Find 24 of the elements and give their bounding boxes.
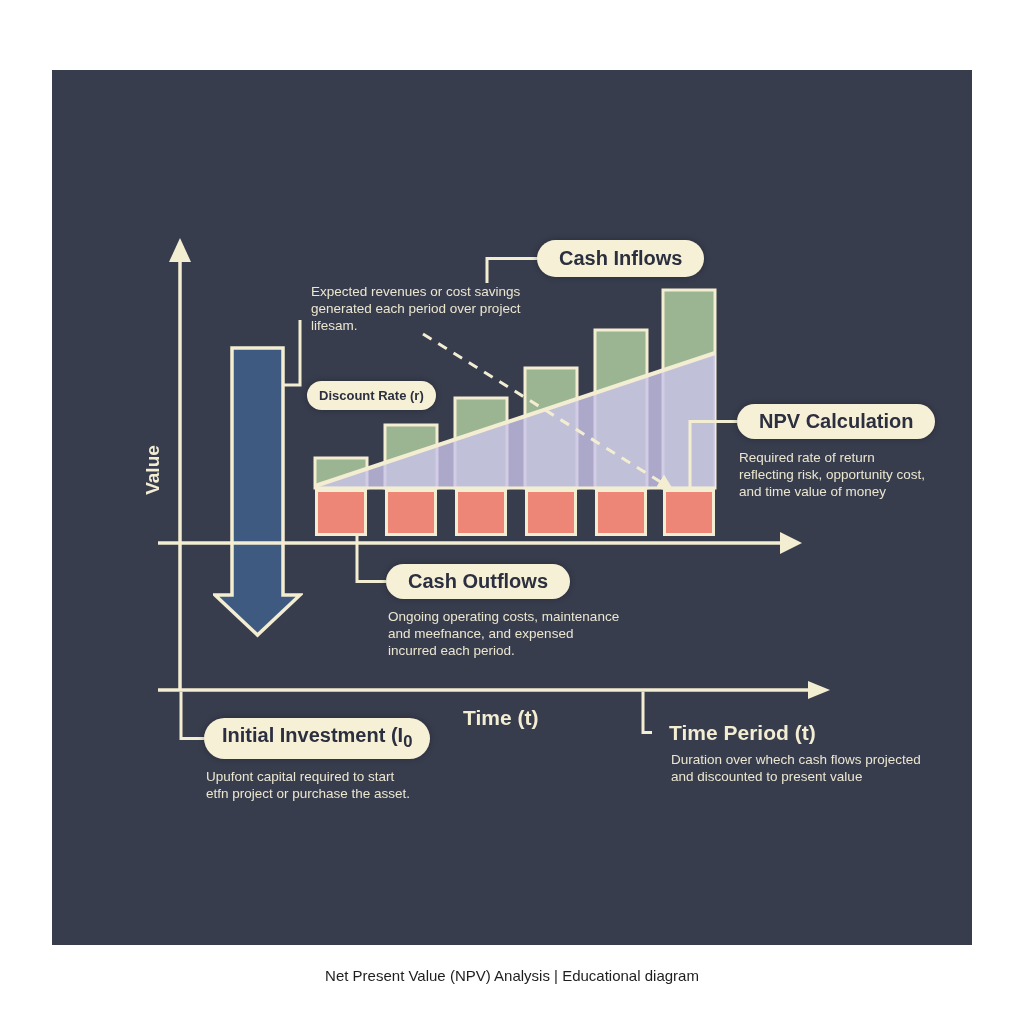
- callout-label: Cash Outflows: [386, 564, 570, 599]
- axis-label: Value: [140, 445, 164, 495]
- callout-label: Discount Rate (r): [307, 381, 436, 410]
- leader-line: [688, 420, 737, 489]
- leader-line: [179, 691, 204, 740]
- callout-label: NPV Calculation: [737, 404, 936, 439]
- description-text: Expected revenues or cost savings generated each period over project lifesam.: [311, 283, 522, 334]
- outflow-bar: [315, 489, 367, 536]
- leader-line: [355, 536, 386, 583]
- description-text: Required rate of return reflecting risk, opportunity cost, and time value of money: [739, 449, 927, 500]
- down-arrow: [213, 346, 303, 638]
- description-text: Ongoing operating costs, maintenance and meefnance, and expensed incurred each period.: [388, 608, 621, 659]
- heading-text: Time Period (t): [669, 720, 816, 745]
- leader-line: [283, 320, 302, 387]
- callout-label: Initial Investment (I$_{0}$: [204, 718, 431, 759]
- leader-line: [641, 691, 652, 734]
- time-axis: [158, 681, 830, 699]
- description-text: Duration over whech cash flows projected and discounted to present value: [671, 751, 922, 785]
- caption-text: Net Present Value (NPV) Analysis | Educational diagram: [325, 967, 699, 985]
- outflow-bar: [663, 489, 715, 536]
- callout-label: Cash Inflows: [537, 240, 705, 277]
- leader-line: [485, 257, 537, 283]
- description-text: Upufont capital required to start etfn project or purchase the asset.: [206, 768, 411, 802]
- axis-label: Time (t): [463, 705, 539, 730]
